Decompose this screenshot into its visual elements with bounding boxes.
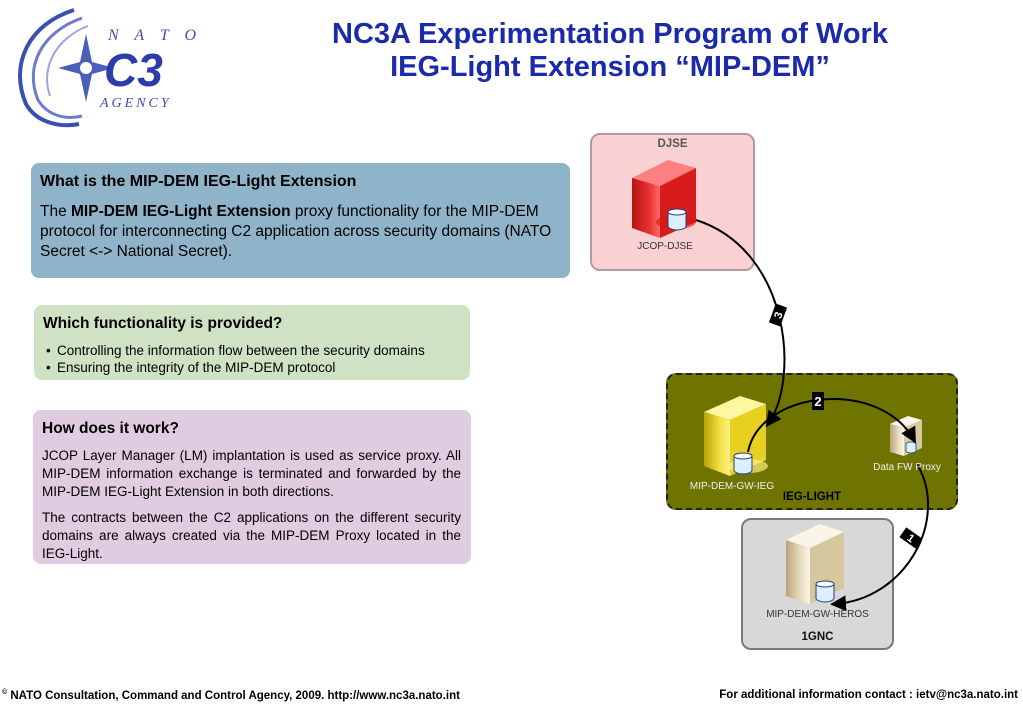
zone-label-djse: DJSE	[657, 138, 688, 150]
step-label-3: 3	[772, 310, 785, 320]
copyright-symbol: ©	[2, 689, 8, 696]
step-badge-3: 3	[768, 303, 788, 327]
step-badge-2: 2	[812, 392, 824, 410]
footer-contact: For additional information contact : iet…	[719, 689, 1018, 701]
logo-nato-text: N A T O	[107, 27, 202, 44]
title-line-1: NC3A Experimentation Program of Work	[332, 18, 888, 50]
panel-what-is: What is the MIP-DEM IEG-Light Extension …	[31, 163, 570, 278]
panel-how-para-2: The contracts between the C2 application…	[42, 510, 461, 561]
panel-what-heading: What is the MIP-DEM IEG-Light Extension	[40, 173, 357, 190]
compass-star-icon	[58, 34, 114, 102]
flow-arrow-2	[747, 398, 916, 453]
step-badge-1: 1	[899, 527, 923, 549]
zone-label-ieg: IEG-LIGHT	[782, 491, 842, 503]
logo-agency-text: AGENCY	[99, 96, 172, 111]
panel-what-text-pre: The	[40, 203, 72, 220]
panel-how-it-works: How does it work? JCOP Layer Manager (LM…	[33, 410, 471, 564]
server-icon-fw-proxy	[890, 416, 922, 456]
step-label-2: 2	[814, 394, 821, 409]
title-line-2: IEG-Light Extension “MIP-DEM”	[390, 51, 830, 83]
server-icon-heros	[786, 524, 844, 604]
footer-copyright-text: NATO Consultation, Command and Control A…	[7, 689, 460, 702]
panel-what-text: The MIP-DEM IEG-Light Extension proxy fu…	[40, 202, 560, 262]
page-title: NC3A Experimentation Program of Work IEG…	[230, 18, 990, 84]
node-label-ieg-gw: MIP-DEM-GW-IEG	[689, 481, 775, 492]
functionality-list: Controlling the information flow between…	[43, 342, 460, 376]
footer-copyright: © NATO Consultation, Command and Control…	[2, 689, 460, 702]
panel-what-text-post: proxy functionality for the MIP-DEM prot…	[40, 203, 552, 260]
list-item: Ensuring the integrity of the MIP-DEM pr…	[43, 359, 460, 376]
panel-how-para-1: JCOP Layer Manager (LM) implantation is …	[42, 448, 461, 499]
node-label-jcop: JCOP-DJSE	[637, 241, 693, 252]
network-diagram: 1 2 3	[632, 160, 929, 612]
server-icon-jcop	[632, 160, 696, 238]
panel-functionality: Which functionality is provided? Control…	[34, 305, 470, 380]
flow-arrow-1	[830, 463, 929, 612]
list-item: Controlling the information flow between…	[43, 342, 460, 359]
panel-which-heading: Which functionality is provided?	[43, 315, 283, 332]
zone-label-1gnc: 1GNC	[801, 631, 834, 643]
logo-arcs	[18, 8, 89, 128]
panel-how-heading: How does it work?	[42, 420, 179, 437]
nc3a-logo: N A T O C3 AGENCY	[18, 8, 202, 128]
step-label-1: 1	[904, 532, 916, 545]
panel-what-text-bold: MIP-DEM IEG-Light Extension	[71, 203, 291, 220]
node-label-heros: MIP-DEM-GW-HEROS	[766, 609, 869, 620]
node-label-fw-proxy: Data FW Proxy	[873, 462, 941, 473]
server-icon-ieg-gw	[704, 396, 768, 476]
logo-c3-text: C3	[104, 44, 163, 96]
